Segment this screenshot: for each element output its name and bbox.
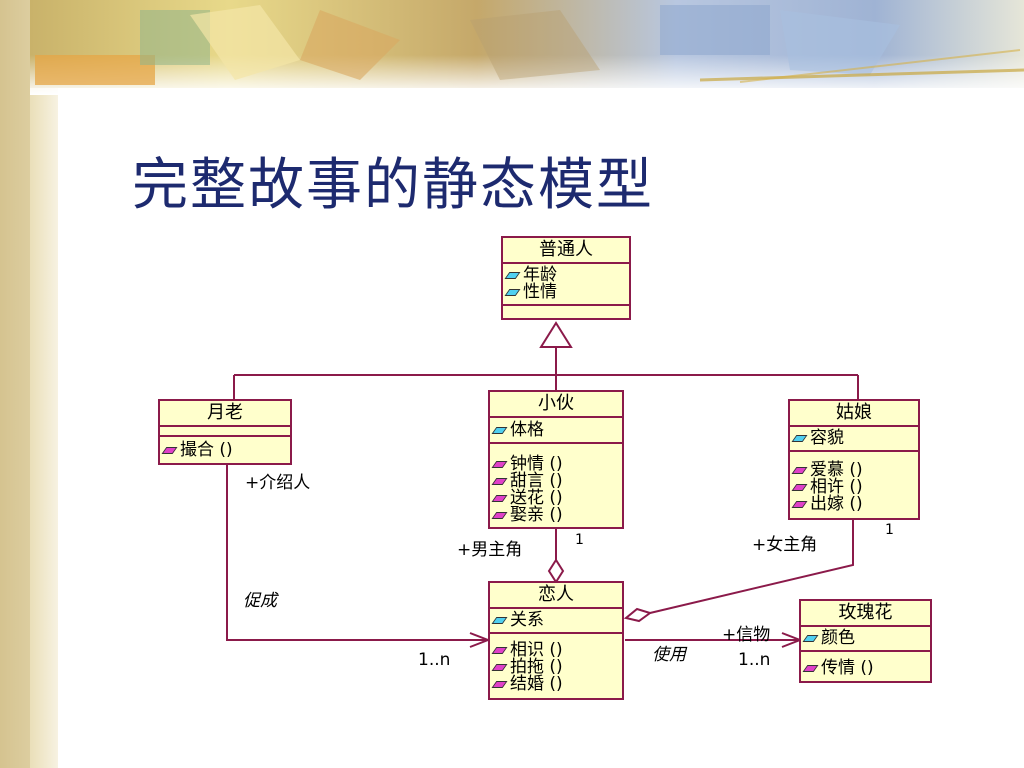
class-lovers: 恋人 关系 相识 () 拍拖 () 结婚 () (488, 581, 624, 700)
male-lead-role-label: +男主角 (457, 540, 523, 560)
female-lead-role-label: +女主角 (752, 535, 818, 555)
generalization-arrowhead (539, 321, 573, 348)
class-name: 姑娘 (790, 401, 918, 427)
operation-section: 撮合 () (160, 437, 290, 462)
operation-section: 钟情 () 甜言 () 送花 () 娶亲 () (490, 444, 622, 527)
operation-icon (791, 501, 808, 508)
operation-row: 传情 () (802, 660, 926, 677)
operation-icon (161, 447, 178, 454)
attribute-section: 关系 (490, 609, 622, 634)
attribute-icon (791, 435, 808, 442)
operation-section (503, 306, 629, 312)
operation-icon (491, 478, 508, 485)
attribute-icon (504, 272, 521, 279)
operation-row: 拍拖 () (491, 659, 618, 676)
attribute-row: 颜色 (802, 630, 926, 647)
class-girl: 姑娘 容貌 爱慕 () 相许 () 出嫁 () (788, 399, 920, 520)
operation-icon (491, 681, 508, 688)
use-label: 使用 (652, 645, 686, 665)
token-multiplicity: 1..n (738, 650, 771, 670)
attribute-row: 关系 (491, 612, 618, 629)
operation-section: 爱慕 () 相许 () 出嫁 () (790, 452, 918, 516)
operation-row: 相识 () (491, 642, 618, 659)
introducer-role-label: +介绍人 (245, 473, 311, 493)
class-name: 恋人 (490, 583, 622, 609)
operation-row: 相许 () (791, 479, 914, 496)
attribute-section: 容貌 (790, 427, 918, 452)
attribute-row: 性情 (504, 284, 625, 301)
operation-icon (802, 665, 819, 672)
attribute-icon (802, 635, 819, 642)
girl-aggregation (649, 519, 854, 614)
operation-icon (491, 647, 508, 654)
promote-multiplicity: 1..n (418, 650, 451, 670)
operation-row: 撮合 () (161, 442, 286, 459)
operation-row: 出嫁 () (791, 496, 914, 513)
class-name: 玫瑰花 (801, 601, 930, 627)
attribute-row: 体格 (491, 422, 618, 439)
attribute-row: 年龄 (504, 267, 625, 284)
female-lead-multiplicity: 1 (885, 522, 894, 538)
male-lead-multiplicity: 1 (575, 532, 584, 548)
attribute-section: 年龄 性情 (503, 264, 629, 306)
promote-association (226, 464, 488, 641)
promote-label: 促成 (243, 591, 277, 611)
operation-row: 娶亲 () (491, 507, 618, 524)
class-name: 月老 (160, 401, 290, 427)
operation-section: 传情 () (801, 652, 930, 680)
operation-row: 送花 () (491, 490, 618, 507)
class-matchmaker: 月老 撮合 () (158, 399, 292, 465)
operation-section: 相识 () 拍拖 () 结婚 () (490, 634, 622, 696)
operation-row: 钟情 () (491, 456, 618, 473)
attribute-icon (504, 289, 521, 296)
class-ordinary-person: 普通人 年龄 性情 (501, 236, 631, 320)
operation-row: 结婚 () (491, 676, 618, 693)
operation-icon (491, 495, 508, 502)
attribute-section: 颜色 (801, 627, 930, 652)
operation-icon (491, 664, 508, 671)
young-man-aggregation-diamond (547, 558, 565, 584)
attribute-icon (491, 617, 508, 624)
class-rose: 玫瑰花 颜色 传情 () (799, 599, 932, 683)
operation-icon (491, 512, 508, 519)
attribute-row: 容貌 (791, 430, 914, 447)
token-role-label: +信物 (722, 625, 771, 645)
operation-row: 爱慕 () (791, 462, 914, 479)
class-name: 小伙 (490, 392, 622, 418)
operation-row: 甜言 () (491, 473, 618, 490)
operation-icon (491, 461, 508, 468)
girl-aggregation-diamond (623, 607, 653, 623)
attribute-icon (491, 427, 508, 434)
class-name: 普通人 (503, 238, 629, 264)
attribute-section: 体格 (490, 418, 622, 444)
slide-title: 完整故事的静态模型 (132, 153, 654, 218)
operation-icon (791, 467, 808, 474)
operation-icon (791, 484, 808, 491)
class-young-man: 小伙 体格 钟情 () 甜言 () 送花 () 娶亲 () (488, 390, 624, 529)
attribute-section (160, 427, 290, 437)
